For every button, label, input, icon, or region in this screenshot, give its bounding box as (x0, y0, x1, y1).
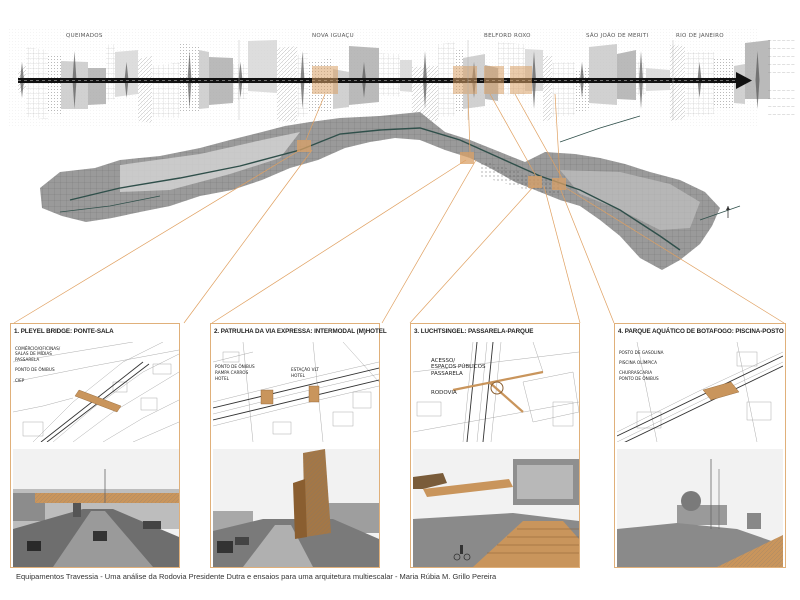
land-use-band (617, 50, 636, 100)
land-use-band (589, 44, 617, 105)
legend-line: — — — — — — (768, 70, 795, 74)
land-use-band (138, 56, 152, 123)
plan-label: RODOVIA (431, 390, 457, 396)
plan-label: RAMPA CARROS (215, 370, 249, 375)
plan-label: SALAS DE MÍDIAS (15, 351, 52, 356)
panel-title: 3. LUCHTSINGEL: PASSARELA-PARQUE (414, 328, 534, 335)
site-plan-drawing (13, 342, 179, 442)
legend-line: — — — — — — (768, 54, 795, 58)
land-use-band (48, 54, 61, 114)
legend-line: — — — — — — (768, 38, 795, 42)
plan-label: PASSARELA (431, 371, 463, 377)
plan-label: PONTO DE ÔNIBUS (15, 367, 55, 372)
legend-line: — — — — — — (768, 46, 795, 50)
plan-label: PISCINA OLÍMPICA (619, 360, 657, 365)
highway-arrow (18, 72, 752, 89)
photomontage-image (413, 449, 579, 567)
photomontage-image (617, 449, 783, 567)
land-use-band (714, 58, 734, 109)
land-use-band (552, 62, 575, 117)
plan-label: PONTO DE ÔNIBUS (215, 364, 255, 369)
panel-patrulha-via-expressa: 2. PATRULHA DA VIA EXPRESSA: INTERMODAL … (210, 323, 387, 568)
highway-strip-diagram: — — — — — — — — — — — — — — — — — — — — … (8, 28, 795, 128)
plan-label: POSTO DE GASOLINA (619, 350, 664, 355)
plan-label: PONTO DE ÔNIBUS (619, 376, 659, 381)
land-use-band (88, 68, 106, 105)
plan-label: HOTEL (215, 376, 229, 381)
corridor-map (40, 112, 741, 270)
panel-title: 2. PATRULHA DA VIA EXPRESSA: INTERMODAL … (214, 328, 387, 335)
legend-line: — — — — — — (768, 62, 795, 66)
plan-label: CIEP (15, 378, 25, 383)
land-use-band (379, 53, 400, 97)
city-label-belford-roxo: BELFORD ROXO (484, 33, 531, 39)
land-use-band (106, 44, 115, 101)
highway-strip-graphic (8, 28, 770, 128)
legend-line: — — — — — — (768, 88, 795, 92)
plan-label: ESPAÇOS PÚBLICOS (431, 364, 486, 370)
site-plan-drawing (413, 342, 579, 442)
land-use-band (277, 46, 297, 122)
photomontage-image (213, 449, 379, 567)
panel-pleyel-bridge: 1. PLEYEL BRIDGE: PONTE-SALA COMÉRCIO/OF… (10, 323, 180, 568)
photomontage-image (13, 449, 179, 567)
site-plan-drawing (213, 342, 379, 442)
station-highlights (312, 66, 532, 94)
panel-parque-aquatico-botafogo: 4. PARQUE AQUÁTICO DE BOTAFOGO: PISCINA-… (614, 323, 786, 568)
legend-line: — — — — — — (768, 104, 795, 108)
panel-title: 4. PARQUE AQUÁTICO DE BOTAFOGO: PISCINA-… (618, 328, 784, 335)
land-use-band (248, 40, 277, 93)
plan-label: PASSARELA (15, 357, 40, 362)
north-arrow-icon (726, 206, 730, 218)
site-plan-drawing (617, 342, 783, 442)
plan-label: HOTEL (291, 373, 305, 378)
legend-line: — — — — — — (768, 112, 795, 116)
plan-label: COMÉRCIO/OFICINAS/ (15, 346, 61, 351)
legend-line: — — — — — — (768, 96, 795, 100)
plan-label: ESTAÇÃO VLT (291, 367, 319, 372)
city-label-queimados: QUEIMADOS (66, 33, 103, 39)
land-use-band (400, 60, 412, 92)
plan-label: ACESSO/ (431, 358, 456, 364)
city-label-nova-iguacu: NOVA IGUAÇU (312, 33, 355, 39)
terrain-spike (755, 51, 760, 109)
plan-label: CHURRASCARIA (619, 370, 653, 375)
panel-title: 1. PLEYEL BRIDGE: PONTE-SALA (14, 328, 114, 335)
panel-luchtsingel: 3. LUCHTSINGEL: PASSARELA-PARQUE ACESSO/… (410, 323, 580, 568)
figure-caption: Equipamentos Travessia - Uma análise da … (16, 572, 497, 581)
land-use-band (152, 62, 180, 118)
city-label-sao-joao-de-meriti: SÃO JOÃO DE MERITI (586, 33, 649, 39)
city-label-rio-de-janeiro: RIO DE JANEIRO (676, 33, 724, 39)
